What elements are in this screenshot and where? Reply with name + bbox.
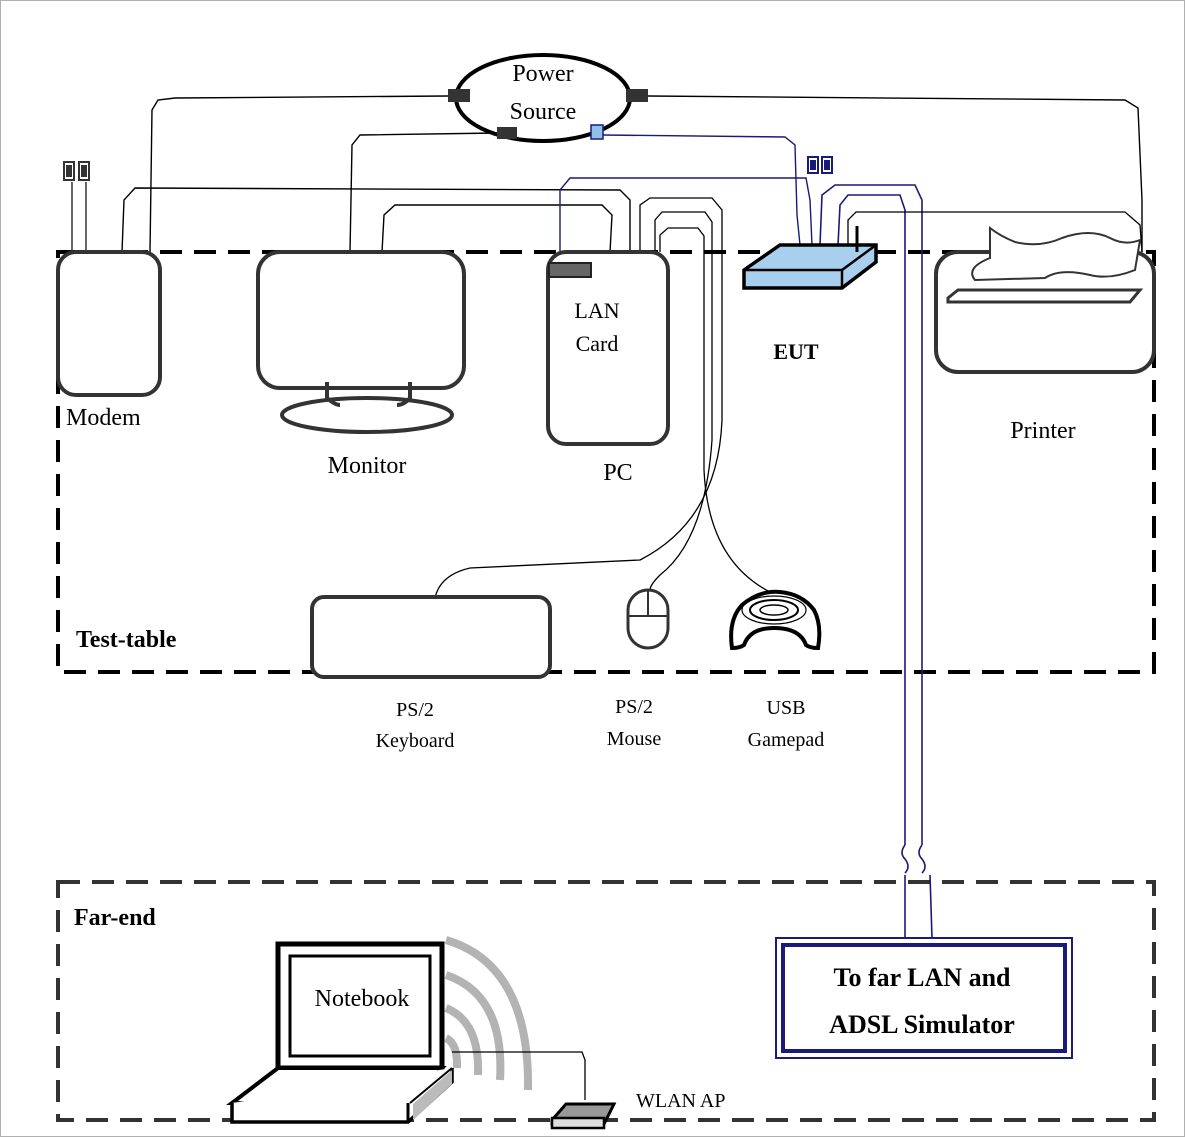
modem-device xyxy=(56,250,162,397)
eut-printer-link xyxy=(847,211,1143,253)
far-lan-label-1: To far LAN and xyxy=(834,963,1012,992)
lan-card-slot xyxy=(548,262,592,278)
power-source-label-1: Power xyxy=(512,61,573,87)
monitor-label: Monitor xyxy=(328,453,407,479)
power-cables xyxy=(149,95,1143,253)
printer-device xyxy=(934,225,1156,374)
test-table-label: Test-table xyxy=(76,627,177,653)
lan-card-label-2: Card xyxy=(576,331,619,356)
modem-label: Modem xyxy=(66,405,141,431)
wireless-signal-icon xyxy=(443,936,533,1091)
eut-power-cable xyxy=(602,134,801,246)
eut-device xyxy=(742,226,878,290)
power-plug-left xyxy=(448,89,470,102)
mouse-device xyxy=(626,588,670,650)
power-plug-bottom-left xyxy=(497,127,517,139)
notebook-device xyxy=(226,941,454,1124)
notebook-ap-cable xyxy=(452,1051,586,1100)
printer-label: Printer xyxy=(1010,418,1075,444)
notebook-label: Notebook xyxy=(315,986,410,1012)
gamepad-device xyxy=(729,589,822,651)
gamepad-label-1: USB xyxy=(767,697,806,719)
keyboard-label-2: Keyboard xyxy=(376,730,455,752)
modem-phone-connector xyxy=(63,161,90,252)
wlan-ap-device xyxy=(550,1102,617,1130)
far-lan-simulator-box xyxy=(775,937,1073,1059)
eut-far-lan-cables xyxy=(819,184,933,939)
power-plug-right xyxy=(626,89,648,102)
peripheral-cables xyxy=(434,197,771,599)
power-source-label-2: Source xyxy=(510,99,577,125)
lan-card-label-1: LAN xyxy=(574,298,619,323)
gamepad-label-2: Gamepad xyxy=(748,729,825,751)
keyboard-label-1: PS/2 xyxy=(396,699,434,721)
monitor-device xyxy=(256,250,466,434)
monitor-pc-cable xyxy=(381,204,613,253)
modem-pc-cable xyxy=(121,187,631,253)
mouse-label-2: Mouse xyxy=(607,728,662,750)
far-lan-label-2: ADSL Simulator xyxy=(829,1010,1015,1039)
pc-device xyxy=(546,250,670,446)
power-plug-bottom-right xyxy=(590,124,604,140)
eut-phone-connector xyxy=(807,156,833,174)
keyboard-device xyxy=(310,595,552,679)
eut-label: EUT xyxy=(773,339,819,364)
far-end-label: Far-end xyxy=(74,905,156,931)
pc-label: PC xyxy=(603,460,632,486)
wlan-ap-label: WLAN AP xyxy=(636,1090,725,1112)
mouse-label-1: PS/2 xyxy=(615,696,653,718)
lan-card-eut-cable xyxy=(559,177,813,262)
